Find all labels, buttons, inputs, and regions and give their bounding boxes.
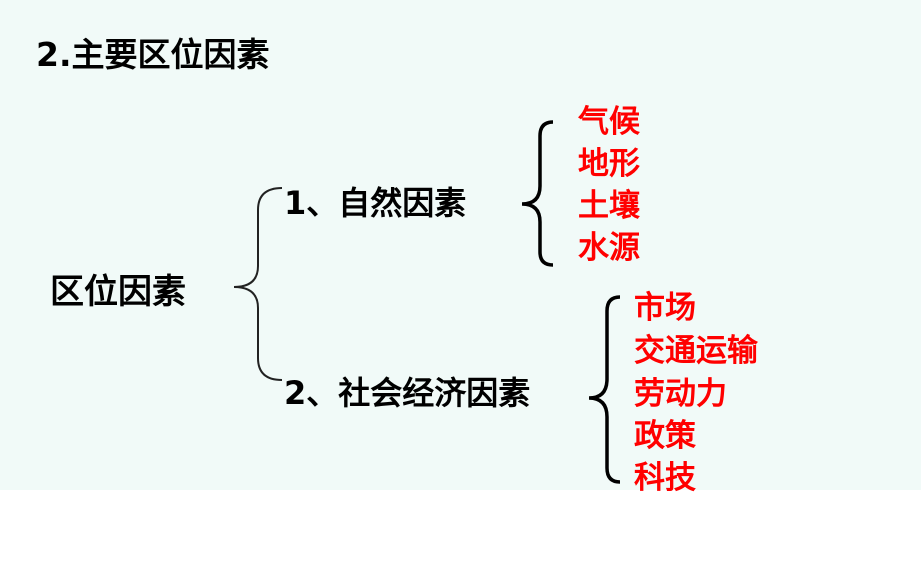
slide-background <box>0 0 921 490</box>
natural-factor-item: 水源 <box>578 230 640 266</box>
socioeconomic-factors-brace <box>588 295 621 484</box>
natural-factors-brace <box>521 120 554 267</box>
natural-factor-item: 地形 <box>578 146 640 182</box>
natural-factor-item: 气候 <box>578 104 640 140</box>
root-node-label: 区位因素 <box>50 272 186 312</box>
natural-factors-label: 1、自然因素 <box>284 184 467 222</box>
natural-factor-item: 土壤 <box>578 188 640 224</box>
socioeconomic-factor-item: 劳动力 <box>634 376 727 412</box>
socioeconomic-factors-label: 2、社会经济因素 <box>284 374 531 412</box>
slide-title: 2.主要区位因素 <box>36 35 270 74</box>
socioeconomic-factor-item: 科技 <box>634 460 696 496</box>
socioeconomic-factor-item: 政策 <box>634 418 696 454</box>
main-brace <box>233 187 283 381</box>
socioeconomic-factor-item: 交通运输 <box>634 333 758 369</box>
socioeconomic-factor-item: 市场 <box>634 290 696 326</box>
